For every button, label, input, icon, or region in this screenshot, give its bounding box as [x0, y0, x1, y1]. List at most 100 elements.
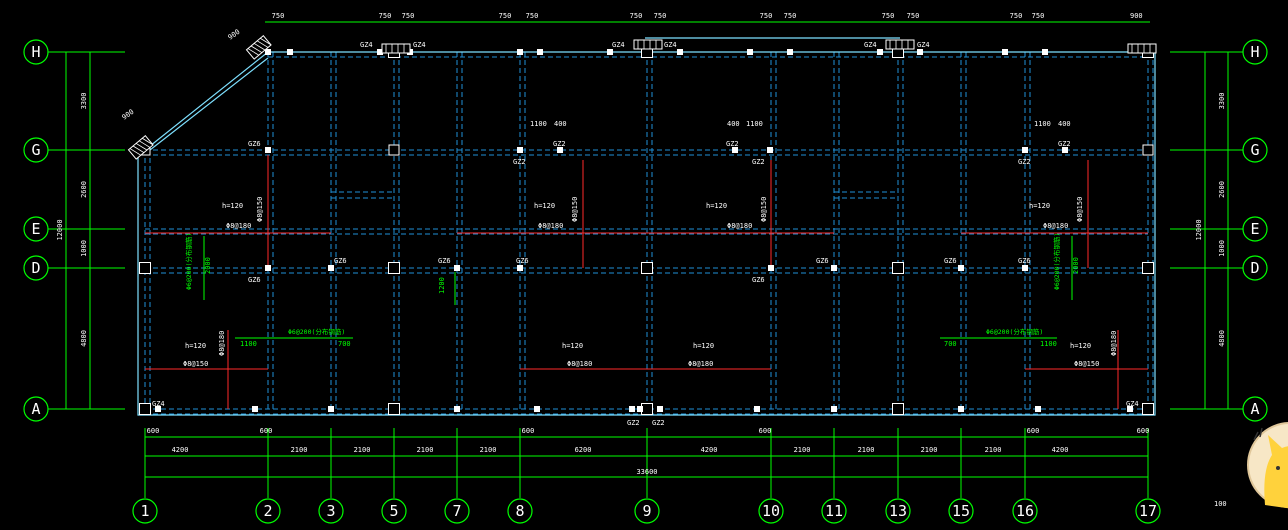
- dim-bottom-6: 4200: [701, 446, 718, 454]
- axis-circle-2: [255, 498, 281, 524]
- hatch-line: [253, 43, 266, 51]
- label-2000-a: 2000: [204, 257, 212, 274]
- label-rebar-e: Φ8@150: [183, 360, 208, 368]
- col-G-1: [388, 144, 400, 156]
- dim-v-right-1: 2600: [1218, 181, 1226, 198]
- label-h120-f: h=120: [562, 342, 583, 350]
- label-gz2-c: GZ2: [726, 140, 739, 148]
- col-A-0: [139, 403, 151, 415]
- post-G-2: [557, 147, 563, 153]
- post-D-2: [454, 265, 460, 271]
- hatch-top-3: [1127, 43, 1157, 54]
- label-rebar-b: Φ8@180: [538, 222, 563, 230]
- dimension-lines: [48, 21, 1243, 498]
- post-A-8: [754, 406, 760, 412]
- axis-circle-left-D: [23, 255, 49, 281]
- label-gz2-e: GZ2: [1018, 158, 1031, 166]
- axis-circle-10: [758, 498, 784, 524]
- axis-label-1: 1: [140, 502, 149, 520]
- label-700-a: 700: [338, 340, 351, 348]
- axis-label-3: 3: [326, 502, 335, 520]
- dim-top-750-5: 750: [630, 12, 643, 20]
- label-1100-top-a: 1100: [530, 120, 547, 128]
- label-rebar-g: Φ8@180: [688, 360, 713, 368]
- member-labels: GZ4 GZ4 GZ4 GZ4 GZ4 GZ4 GZ4 GZ4 GZ6 GZ6 …: [121, 12, 1227, 508]
- dim-offset-600-3: 600: [759, 427, 772, 435]
- axis-label-right-G: G: [1250, 141, 1259, 159]
- axis-circle-1: [132, 498, 158, 524]
- label-700-b: 700: [944, 340, 957, 348]
- label-2000-b: 2000: [1072, 257, 1080, 274]
- dim-bottom-5: 6200: [575, 446, 592, 454]
- dim-bottom-9: 2100: [921, 446, 938, 454]
- col-D-3: [892, 262, 904, 274]
- axis-circle-7: [444, 498, 470, 524]
- post-H-1: [287, 49, 293, 55]
- label-gz4-b: GZ4: [413, 41, 426, 49]
- label-rebar-v-e: Φ8@180: [218, 331, 226, 356]
- label-gz6-c: GZ6: [334, 257, 347, 265]
- dim-offset-600-4: 600: [1027, 427, 1040, 435]
- dim-offset-600-0: 600: [147, 427, 160, 435]
- dim-top-750-3: 750: [499, 12, 512, 20]
- post-G-0: [265, 147, 271, 153]
- dim-v-total-left: 12000: [56, 219, 64, 240]
- label-gz6-g: GZ6: [816, 257, 829, 265]
- hatch-top-2: [885, 39, 915, 50]
- dim-bottom-10: 2100: [985, 446, 1002, 454]
- post-D-0: [265, 265, 271, 271]
- dim-v-right-2: 1000: [1218, 240, 1226, 257]
- post-H-4: [517, 49, 523, 55]
- label-gz6-f: GZ6: [752, 276, 765, 284]
- axis-circle-3: [318, 498, 344, 524]
- post-H-9: [787, 49, 793, 55]
- axis-label-13: 13: [889, 502, 907, 520]
- hatch-top-0: [381, 43, 411, 54]
- post-H-8: [747, 49, 753, 55]
- label-gz6-e: GZ6: [516, 257, 529, 265]
- label-h120-e: h=120: [185, 342, 206, 350]
- dashed-grid-lines: [144, 51, 1154, 415]
- dim-bottom-1: 2100: [291, 446, 308, 454]
- axis-circle-17: [1135, 498, 1161, 524]
- label-h120-a: h=120: [222, 202, 243, 210]
- label-gz6-b: GZ6: [248, 276, 261, 284]
- dim-top-750-6: 750: [654, 12, 667, 20]
- col-D-4: [1142, 262, 1154, 274]
- axis-label-11: 11: [825, 502, 843, 520]
- axis-circle-16: [1012, 498, 1038, 524]
- axis-label-9: 9: [642, 502, 651, 520]
- hatch-line: [260, 37, 272, 46]
- label-gz6-h: GZ6: [944, 257, 957, 265]
- axis-label-right-D: D: [1250, 259, 1259, 277]
- axis-circle-right-G: [1242, 137, 1268, 163]
- dim-v-left-3: 4800: [80, 330, 88, 347]
- axis-label-right-A: A: [1250, 400, 1259, 418]
- post-A-5: [629, 406, 635, 412]
- label-dist-rebar-a: Φ6@200(分布钢筋): [288, 327, 345, 336]
- post-D-3: [517, 265, 523, 271]
- label-gz2-h: GZ2: [652, 419, 665, 427]
- label-gz6-d: GZ6: [438, 257, 451, 265]
- axis-label-5: 5: [389, 502, 398, 520]
- post-H-5: [537, 49, 543, 55]
- dim-top-750-4: 750: [526, 12, 539, 20]
- label-gz4-e: GZ4: [864, 41, 877, 49]
- label-gz4-g: GZ4: [152, 400, 165, 408]
- label-rebar-v-a: Φ8@150: [256, 197, 264, 222]
- post-A-12: [1127, 406, 1133, 412]
- axis-label-15: 15: [952, 502, 970, 520]
- label-rebar-c: Φ8@180: [727, 222, 752, 230]
- axis-circle-left-A: [23, 396, 49, 422]
- axis-circle-right-E: [1242, 216, 1268, 242]
- axis-label-2: 2: [263, 502, 272, 520]
- axis-label-16: 16: [1016, 502, 1034, 520]
- label-rebar-h: Φ8@150: [1074, 360, 1099, 368]
- axis-circle-left-E: [23, 216, 49, 242]
- post-H-10: [877, 49, 883, 55]
- post-A-2: [328, 406, 334, 412]
- col-G-2: [1142, 144, 1154, 156]
- hatch-block-0: [127, 134, 154, 160]
- dim-bottom-2: 2100: [354, 446, 371, 454]
